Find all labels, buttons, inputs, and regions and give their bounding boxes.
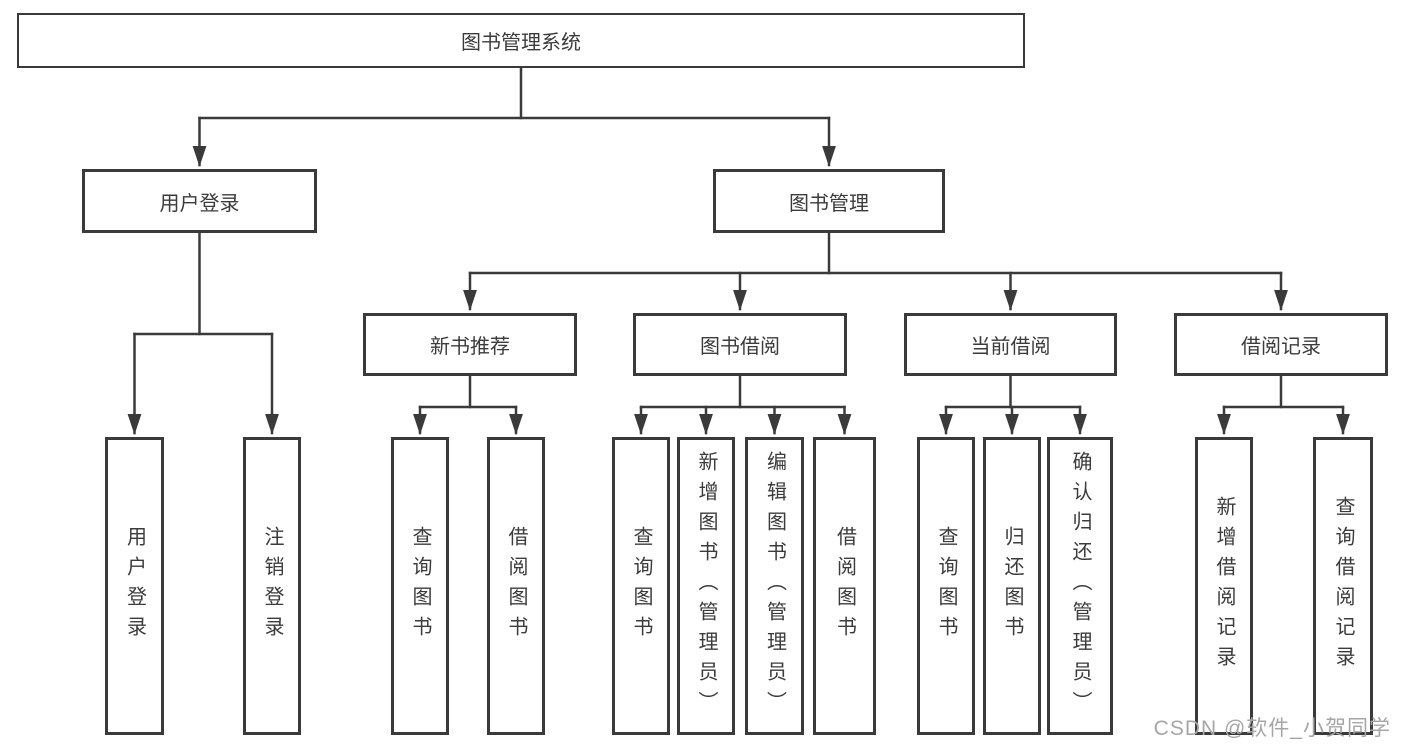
leaf-borrow-books: 借阅图书 xyxy=(813,437,876,735)
leaf-query-books-current: 查询图书 xyxy=(917,437,975,735)
connector-borrow-record-group xyxy=(1217,374,1350,435)
node-current-borrow: 当前借阅 xyxy=(904,313,1117,376)
leaf-return-book: 归还图书 xyxy=(983,437,1041,735)
leaf-confirm-return-admin: 确认归还（管理员） xyxy=(1047,437,1113,735)
leaf-borrow-books-recommend: 借阅图书 xyxy=(487,437,545,735)
connector-book-management-branch xyxy=(463,231,1288,311)
connector-new-book-group xyxy=(413,374,523,435)
node-borrow-records: 借阅记录 xyxy=(1174,313,1388,376)
connector-user-login-branch xyxy=(127,231,279,435)
connector-current-borrow-group xyxy=(939,374,1087,435)
leaf-query-borrow-record: 查询借阅记录 xyxy=(1313,437,1373,735)
leaf-edit-book-admin: 编辑图书（管理员） xyxy=(745,437,804,735)
connector-book-borrow-group xyxy=(634,374,852,435)
node-book-management: 图书管理 xyxy=(713,169,945,233)
node-user-login: 用户登录 xyxy=(82,169,317,233)
leaf-logout: 注销登录 xyxy=(243,437,301,735)
node-book-borrow: 图书借阅 xyxy=(633,313,847,376)
leaf-query-books-recommend: 查询图书 xyxy=(391,437,449,735)
connector-root-to-branches xyxy=(192,66,836,167)
node-root-library-system: 图书管理系统 xyxy=(17,13,1025,68)
node-new-book-recommend: 新书推荐 xyxy=(363,313,577,376)
leaf-user-login: 用户登录 xyxy=(105,437,164,735)
csdn-watermark: CSDN @软件_小贺同学 xyxy=(1153,717,1391,740)
leaf-query-books-borrow: 查询图书 xyxy=(612,437,670,735)
leaf-add-borrow-record: 新增借阅记录 xyxy=(1195,437,1253,735)
leaf-add-book-admin: 新增图书（管理员） xyxy=(677,437,735,735)
